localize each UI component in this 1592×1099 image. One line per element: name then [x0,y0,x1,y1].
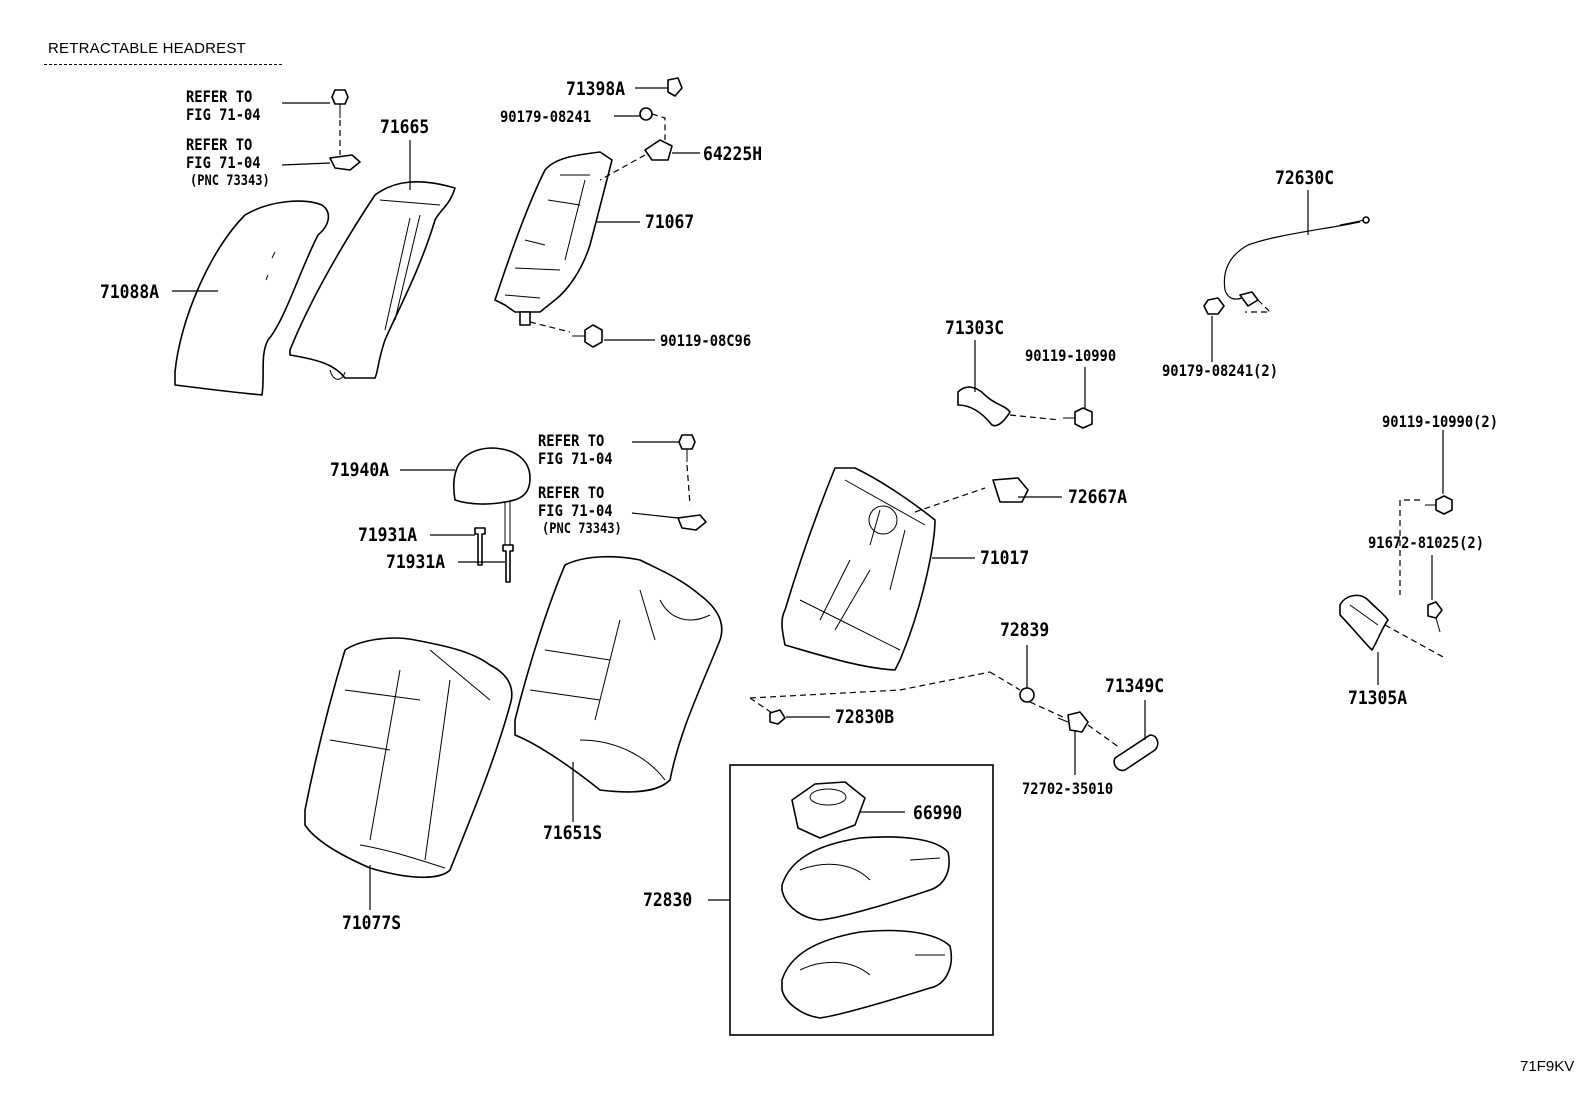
label-90119-08C96[interactable]: 90119-08C96 [660,331,752,350]
part-72630C-cable[interactable] [1223,216,1370,313]
label-71303C[interactable]: 71303C [945,317,1005,339]
diagram-title: RETRACTABLE HEADREST [48,40,246,57]
part-71017-frame[interactable] [781,467,936,671]
title-underline [44,64,282,65]
fig-label-b1[interactable]: FIG 71-04 [538,449,613,468]
bolt-90119-10990-2[interactable] [1425,495,1453,515]
label-71940A[interactable]: 71940A [330,459,390,481]
armrest-upper[interactable] [781,836,950,921]
label-71017[interactable]: 71017 [980,547,1030,569]
label-91672-81025-2[interactable]: 91672-81025(2) [1368,533,1484,552]
bolt-90119-08C96[interactable] [572,324,603,348]
leader-lines [172,87,1444,910]
label-72830[interactable]: 72830 [643,889,693,911]
part-71651S-seatback[interactable] [514,555,723,793]
part-71077S-seat[interactable] [304,637,513,879]
part-72667A-clip[interactable] [992,477,1029,503]
label-90179-08241[interactable]: 90179-08241 [500,107,592,126]
fig-label-b2[interactable]: FIG 71-04 [538,501,613,520]
label-90119-10990-2[interactable]: 90119-10990(2) [1382,412,1498,431]
label-71651S[interactable]: 71651S [543,822,603,844]
label-90119-10990[interactable]: 90119-10990 [1025,346,1117,365]
refer-label-a2: REFER TO [186,135,253,154]
label-71931A-1[interactable]: 71931A [358,524,418,546]
pin-91672-81025-2[interactable] [1427,601,1443,633]
figure-id: 71F9KV [1520,1058,1575,1075]
label-71398A[interactable]: 71398A [566,78,626,100]
label-72830B[interactable]: 72830B [835,706,895,728]
label-64225H[interactable]: 64225H [703,143,763,165]
label-71067[interactable]: 71067 [645,211,695,233]
label-71077S[interactable]: 71077S [342,912,402,934]
part-71931A-guide-2[interactable] [502,544,514,583]
part-72830B-nut[interactable] [769,709,786,725]
nut-90179-08241[interactable] [639,107,653,121]
part-71665-panel[interactable] [289,181,456,380]
part-71940A-headrest[interactable] [453,447,531,545]
part-71398A-clip[interactable] [667,77,683,97]
pnc-label-b2: (PNC 73343) [542,521,622,537]
refer-label-a1: REFER TO [186,87,253,106]
part-71931A-guide-1[interactable] [474,527,486,566]
label-71088A[interactable]: 71088A [100,281,160,303]
label-71349C[interactable]: 71349C [1105,675,1165,697]
fig-label-a1[interactable]: FIG 71-04 [186,105,261,124]
bolt-refer-a1[interactable] [331,89,349,118]
part-72839-cap[interactable] [1019,687,1035,703]
part-71305A-bracket[interactable] [1339,594,1389,651]
label-71931A-2[interactable]: 71931A [386,551,446,573]
label-72630C[interactable]: 72630C [1275,167,1335,189]
part-71303C-bracket[interactable] [957,386,1011,427]
nut-90179-08241-2[interactable] [1203,297,1225,315]
part-71067-frame[interactable] [494,151,613,326]
refer-label-b2: REFER TO [538,483,605,502]
label-71665[interactable]: 71665 [380,116,430,138]
armrest-lower[interactable] [781,929,952,1019]
fig-label-a2[interactable]: FIG 71-04 [186,153,261,172]
label-71305A[interactable]: 71305A [1348,687,1408,709]
part-72702-35010-bolt[interactable] [1057,711,1089,733]
refer-label-b1: REFER TO [538,431,605,450]
part-64225H-bracket[interactable] [644,139,673,161]
bolt-refer-b1[interactable] [678,434,696,462]
pnc-label-a2: (PNC 73343) [190,173,270,189]
label-72667A[interactable]: 72667A [1068,486,1128,508]
bolt-90119-10990[interactable] [1063,407,1093,429]
part-71349C-cover[interactable] [1113,734,1159,772]
clip-refer-b2[interactable] [677,514,707,531]
label-66990[interactable]: 66990 [913,802,963,824]
part-71088A-cover[interactable] [174,200,330,396]
part-66990-cupholder[interactable] [791,781,866,839]
label-72702-35010[interactable]: 72702-35010 [1022,779,1114,798]
label-72839[interactable]: 72839 [1000,619,1050,641]
clip-refer-a2[interactable] [329,154,361,171]
label-90179-08241-2[interactable]: 90179-08241(2) [1162,361,1278,380]
